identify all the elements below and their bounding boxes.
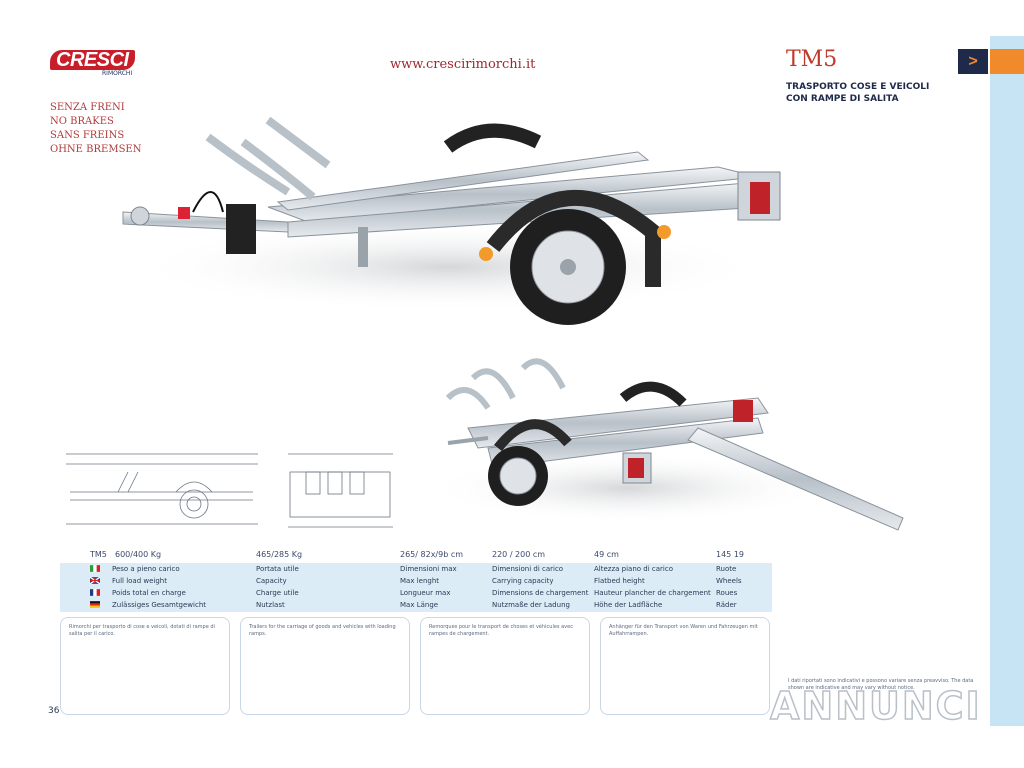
spec-dimensions: 265/ 82x/9b cm (400, 550, 464, 559)
spec-cell: Full load weight (112, 577, 167, 585)
product-subtitle: TRASPORTO COSE E VEICOLI CON RAMPE DI SA… (786, 81, 929, 105)
spec-wheels: 145 19 (716, 550, 744, 559)
spec-row-fr: Poids total en charge Charge utile Longu… (60, 587, 772, 599)
spec-cell: Roues (716, 589, 738, 597)
notes-box-it: Rimorchi per trasporto di cose e veicoli… (60, 617, 230, 715)
spec-load-dimensions: 220 / 200 cm (492, 550, 546, 559)
flag-italy-icon (90, 565, 100, 572)
page-number: 36 (48, 706, 60, 716)
brakes-de: OHNE BREMSEN (50, 144, 142, 155)
spec-cell: Portata utile (256, 565, 299, 573)
spec-cell: Charge utile (256, 589, 299, 597)
trailer-main-photo (122, 116, 781, 325)
right-sidebar (990, 36, 1024, 726)
spec-cell: Altezza piano di carico (594, 565, 673, 573)
spec-weight: 600/400 Kg (115, 550, 162, 559)
logo-sub: RIMORCHI (102, 70, 133, 77)
brakes-it: SENZA FRENI (50, 102, 125, 113)
spec-cell: Nutzmaße der Ladung (492, 601, 570, 609)
trailer-ramp-photo (428, 358, 904, 531)
spec-table: TM5 600/400 Kg 465/285 Kg 265/ 82x/9b cm… (60, 547, 772, 612)
spec-cell: Peso a pieno carico (112, 565, 180, 573)
spec-cell: Nutzlast (256, 601, 285, 609)
spec-cell: Longueur max (400, 589, 451, 597)
spec-height: 49 cm (594, 550, 619, 559)
technical-drawing (66, 453, 393, 528)
spec-cell: Max Länge (400, 601, 439, 609)
spec-cell: Dimensioni di carico (492, 565, 564, 573)
notes-box-en: Trailers for the carriage of goods and v… (240, 617, 410, 715)
subtitle-line-1: TRASPORTO COSE E VEICOLI (786, 82, 930, 92)
notes-box-fr: Remorques pour le transport de choses et… (420, 617, 590, 715)
disclaimer: I dati riportati sono indicativi e posso… (788, 678, 974, 691)
spec-row-it: Peso a pieno carico Portata utile Dimens… (60, 563, 772, 575)
spec-cell: Ruote (716, 565, 737, 573)
spec-row-en: Full load weight Capacity Max lenght Car… (60, 575, 772, 587)
logo-brand: CRESCI (50, 50, 135, 70)
brakes-label: SENZA FRENI NO BRAKES SANS FREINS OHNE B… (50, 101, 141, 157)
subtitle-line-2: CON RAMPE DI SALITA (786, 94, 899, 104)
spec-cell: Flatbed height (594, 577, 645, 585)
accent-tab (990, 49, 1024, 74)
spec-cell: Höhe der Ladfläche (594, 601, 663, 609)
spec-cell: Capacity (256, 577, 287, 585)
spec-model: TM5 (90, 550, 107, 559)
spec-cell: Dimensions de chargement (492, 589, 589, 597)
spec-header-row: TM5 600/400 Kg 465/285 Kg 265/ 82x/9b cm… (60, 547, 772, 563)
brakes-fr: SANS FREINS (50, 130, 125, 141)
spec-cell: Dimensioni max (400, 565, 457, 573)
spec-cell: Max lenght (400, 577, 440, 585)
spec-cell: Poids total en charge (112, 589, 186, 597)
brakes-en: NO BRAKES (50, 116, 114, 127)
flag-uk-icon (90, 577, 100, 584)
spec-cell: Wheels (716, 577, 742, 585)
flag-france-icon (90, 589, 100, 596)
spec-capacity: 465/285 Kg (256, 550, 303, 559)
spec-cell: Carrying capacity (492, 577, 554, 585)
watermark: ANNUNCI (769, 683, 982, 729)
notes-box-de: Anhänger für den Transport von Waren und… (600, 617, 770, 715)
chevron-right-icon: > (968, 52, 978, 70)
spec-rows: Peso a pieno carico Portata utile Dimens… (60, 563, 772, 612)
spec-cell: Räder (716, 601, 737, 609)
spec-cell: Hauteur plancher de chargement (594, 589, 711, 597)
flag-germany-icon (90, 601, 100, 608)
model-title: TM5 (786, 47, 838, 72)
next-page-button[interactable]: > (958, 49, 988, 74)
website-link[interactable]: www.crescirimorchi.it (390, 57, 536, 72)
cresci-logo: CRESCI RIMORCHI (46, 48, 138, 77)
spec-row-de: Zulässiges Gesamtgewicht Nutzlast Max Lä… (60, 599, 772, 611)
spec-cell: Zulässiges Gesamtgewicht (112, 601, 207, 609)
